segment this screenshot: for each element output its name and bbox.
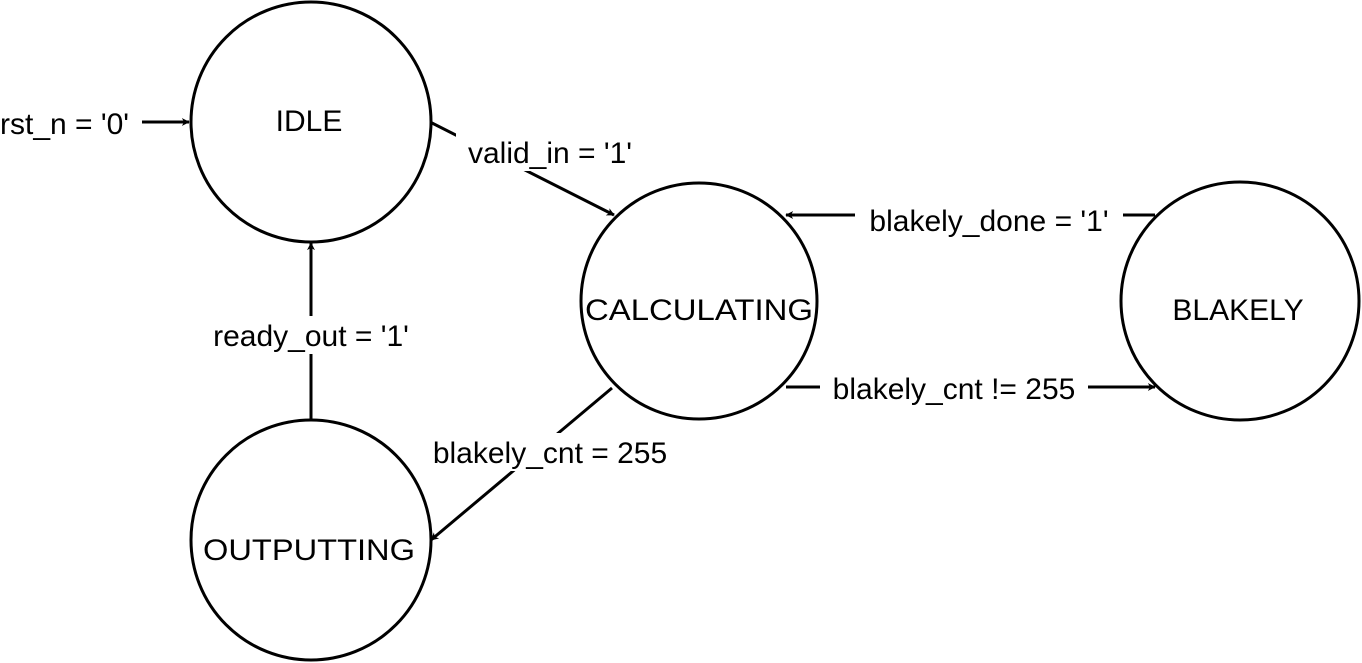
state-outputting-circle xyxy=(189,418,433,662)
idle-to-calculating-label: valid_in = '1' xyxy=(468,137,632,170)
outputting-to-idle-label: ready_out = '1' xyxy=(213,320,409,353)
state-idle: IDLE xyxy=(189,0,433,244)
state-blakely-circle xyxy=(1119,180,1361,422)
idle-to-calculating-label-bg xyxy=(456,133,644,171)
state-idle-label: IDLE xyxy=(276,105,343,138)
state-calculating-label: CALCULATING xyxy=(585,294,813,327)
blakely-to-calculating-label-bg xyxy=(855,201,1123,239)
reset-label: rst_n = '0' xyxy=(0,108,129,141)
outputting-to-idle-label-bg xyxy=(200,316,422,354)
calculating-to-blakely-label: blakely_cnt != 255 xyxy=(833,373,1076,406)
blakely-to-calculating-label: blakely_done = '1' xyxy=(869,205,1108,238)
state-idle-circle xyxy=(189,0,433,244)
state-outputting: OUTPUTTING xyxy=(189,418,433,662)
state-outputting-label: OUTPUTTING xyxy=(203,534,415,567)
reset-label-bg xyxy=(0,104,142,142)
calculating-to-outputting-label: blakely_cnt = 255 xyxy=(433,437,667,470)
state-calculating: CALCULATING xyxy=(579,181,819,421)
state-blakely-label: BLAKELY xyxy=(1172,294,1303,327)
calculating-to-outputting-label-bg xyxy=(420,433,682,471)
state-blakely: BLAKELY xyxy=(1119,180,1361,422)
state-calculating-circle xyxy=(579,181,819,421)
calculating-to-blakely-label-bg xyxy=(820,369,1088,407)
